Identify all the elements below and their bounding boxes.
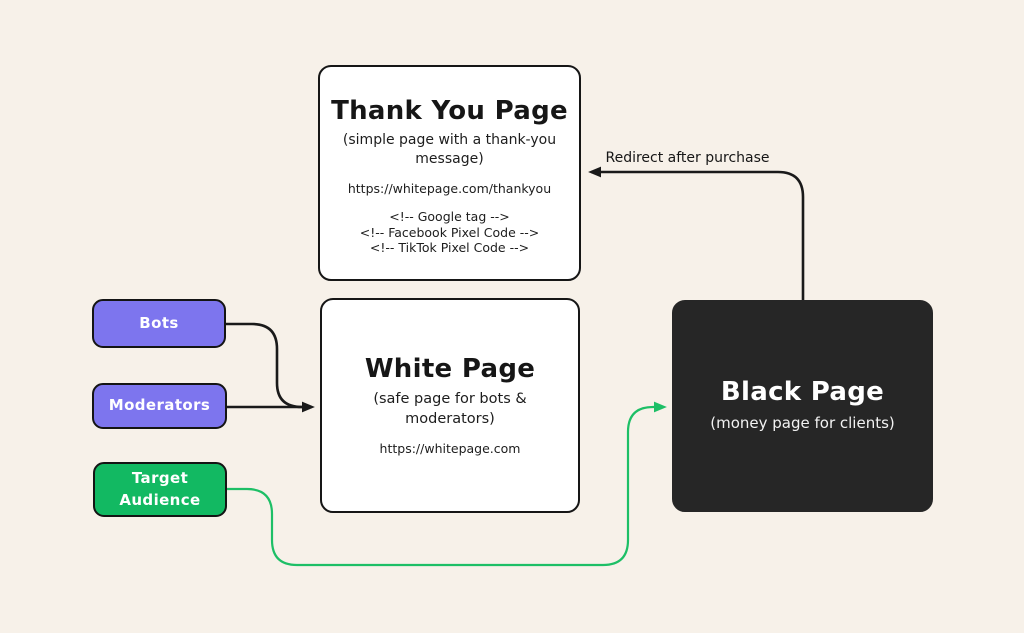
redirect-after-purchase-label: Redirect after purchase: [605, 150, 770, 166]
connector-black-page-to-thank-you: [588, 166, 805, 302]
bots-label: Bots: [139, 313, 179, 332]
black-page-subtitle: (money page for clients): [710, 413, 895, 432]
node-target-audience: Target Audience: [93, 462, 227, 517]
node-white-page: White Page (safe page for bots & moderat…: [320, 298, 580, 513]
facebook-pixel-comment: <!-- Facebook Pixel Code -->: [359, 224, 540, 240]
node-moderators: Moderators: [92, 383, 227, 429]
node-black-page: Black Page (money page for clients): [672, 300, 933, 512]
tiktok-pixel-comment: <!-- TikTok Pixel Code -->: [369, 240, 530, 256]
thank-you-page-tracking-code: <!-- Google tag --> <!-- Facebook Pixel …: [360, 209, 540, 256]
white-page-subtitle: (safe page for bots & moderators): [373, 391, 527, 428]
black-page-title: Black Page: [720, 377, 885, 408]
moderators-label: Moderators: [108, 396, 211, 415]
node-thank-you-page: Thank You Page (simple page with a thank…: [318, 65, 581, 281]
node-bots: Bots: [92, 299, 226, 348]
target-audience-label: Target Audience: [119, 468, 201, 509]
connector-bots-to-white-page: [224, 322, 310, 409]
thank-you-page-title: Thank You Page: [331, 96, 568, 126]
thank-you-page-subtitle: (simple page with a thank-you message): [342, 131, 557, 168]
white-page-title: White Page: [364, 354, 536, 385]
google-tag-comment: <!-- Google tag -->: [389, 209, 510, 225]
white-page-url: https://whitepage.com: [379, 440, 521, 456]
thank-you-page-url: https://whitepage.com/thankyou: [347, 181, 552, 197]
